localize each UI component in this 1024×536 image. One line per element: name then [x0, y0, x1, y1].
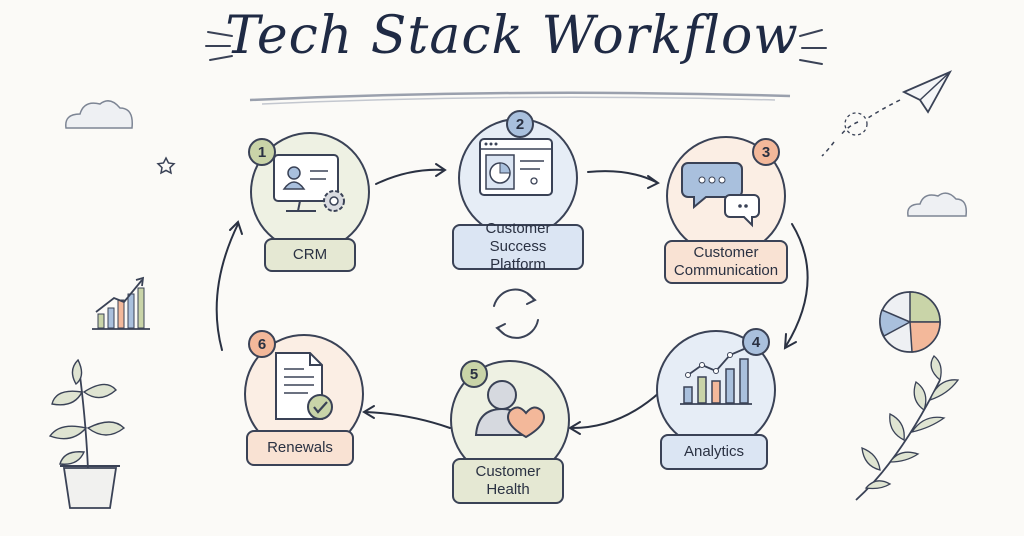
step-label-line: Health	[486, 481, 530, 498]
arrow-5-to-6	[365, 411, 451, 429]
step-number-badge: 4	[742, 328, 770, 356]
step-number-badge: 2	[506, 110, 534, 138]
step-label-line: Analytics	[683, 443, 745, 460]
step-label-line: Success Platform	[489, 238, 547, 273]
step-number-badge: 3	[752, 138, 780, 166]
arrow-2-to-3	[587, 170, 657, 183]
step-label-line: CRM	[292, 246, 328, 263]
branch-icon	[855, 355, 960, 501]
pie-chart-icon	[879, 291, 941, 353]
title-sparkles	[205, 29, 827, 65]
crm-monitor-icon	[273, 154, 345, 212]
step-number-badge: 6	[248, 330, 276, 358]
step-label: Renewals	[246, 430, 354, 466]
potted-plant-icon	[48, 358, 126, 509]
title-underline	[249, 91, 791, 102]
cloud-icon-right	[907, 192, 968, 217]
paper-plane-icon	[821, 70, 953, 157]
page-title: Tech Stack Workflow	[225, 6, 799, 66]
analytics-chart-icon	[680, 348, 752, 405]
step-label-line: Customer	[485, 220, 551, 237]
step-label-line: Customer	[693, 244, 759, 261]
dashboard-icon	[479, 138, 553, 196]
step-number-badge: 5	[460, 360, 488, 388]
document-check-icon	[275, 352, 333, 420]
step-label: Analytics	[660, 434, 768, 470]
growth-bars-icon	[92, 276, 150, 330]
chat-bubbles-icon	[681, 162, 760, 228]
arrow-1-to-2	[375, 168, 445, 185]
arrow-4-to-5	[571, 391, 661, 429]
cloud-icon-left	[65, 100, 133, 129]
arrow-3-to-4	[785, 223, 809, 347]
title-underline-2	[261, 96, 776, 105]
step-label-line: Renewals	[267, 439, 333, 456]
step-number-badge: 1	[248, 138, 276, 166]
arrow-6-to-1	[215, 223, 239, 351]
person-heart-icon	[474, 380, 545, 439]
refresh-cycle-icon	[493, 288, 539, 339]
step-label: CRM	[264, 238, 356, 272]
star-icon	[156, 156, 176, 175]
step-label-line: Customer	[475, 463, 541, 480]
step-label-line: Communication	[673, 262, 779, 279]
flow-arrows	[215, 163, 809, 435]
